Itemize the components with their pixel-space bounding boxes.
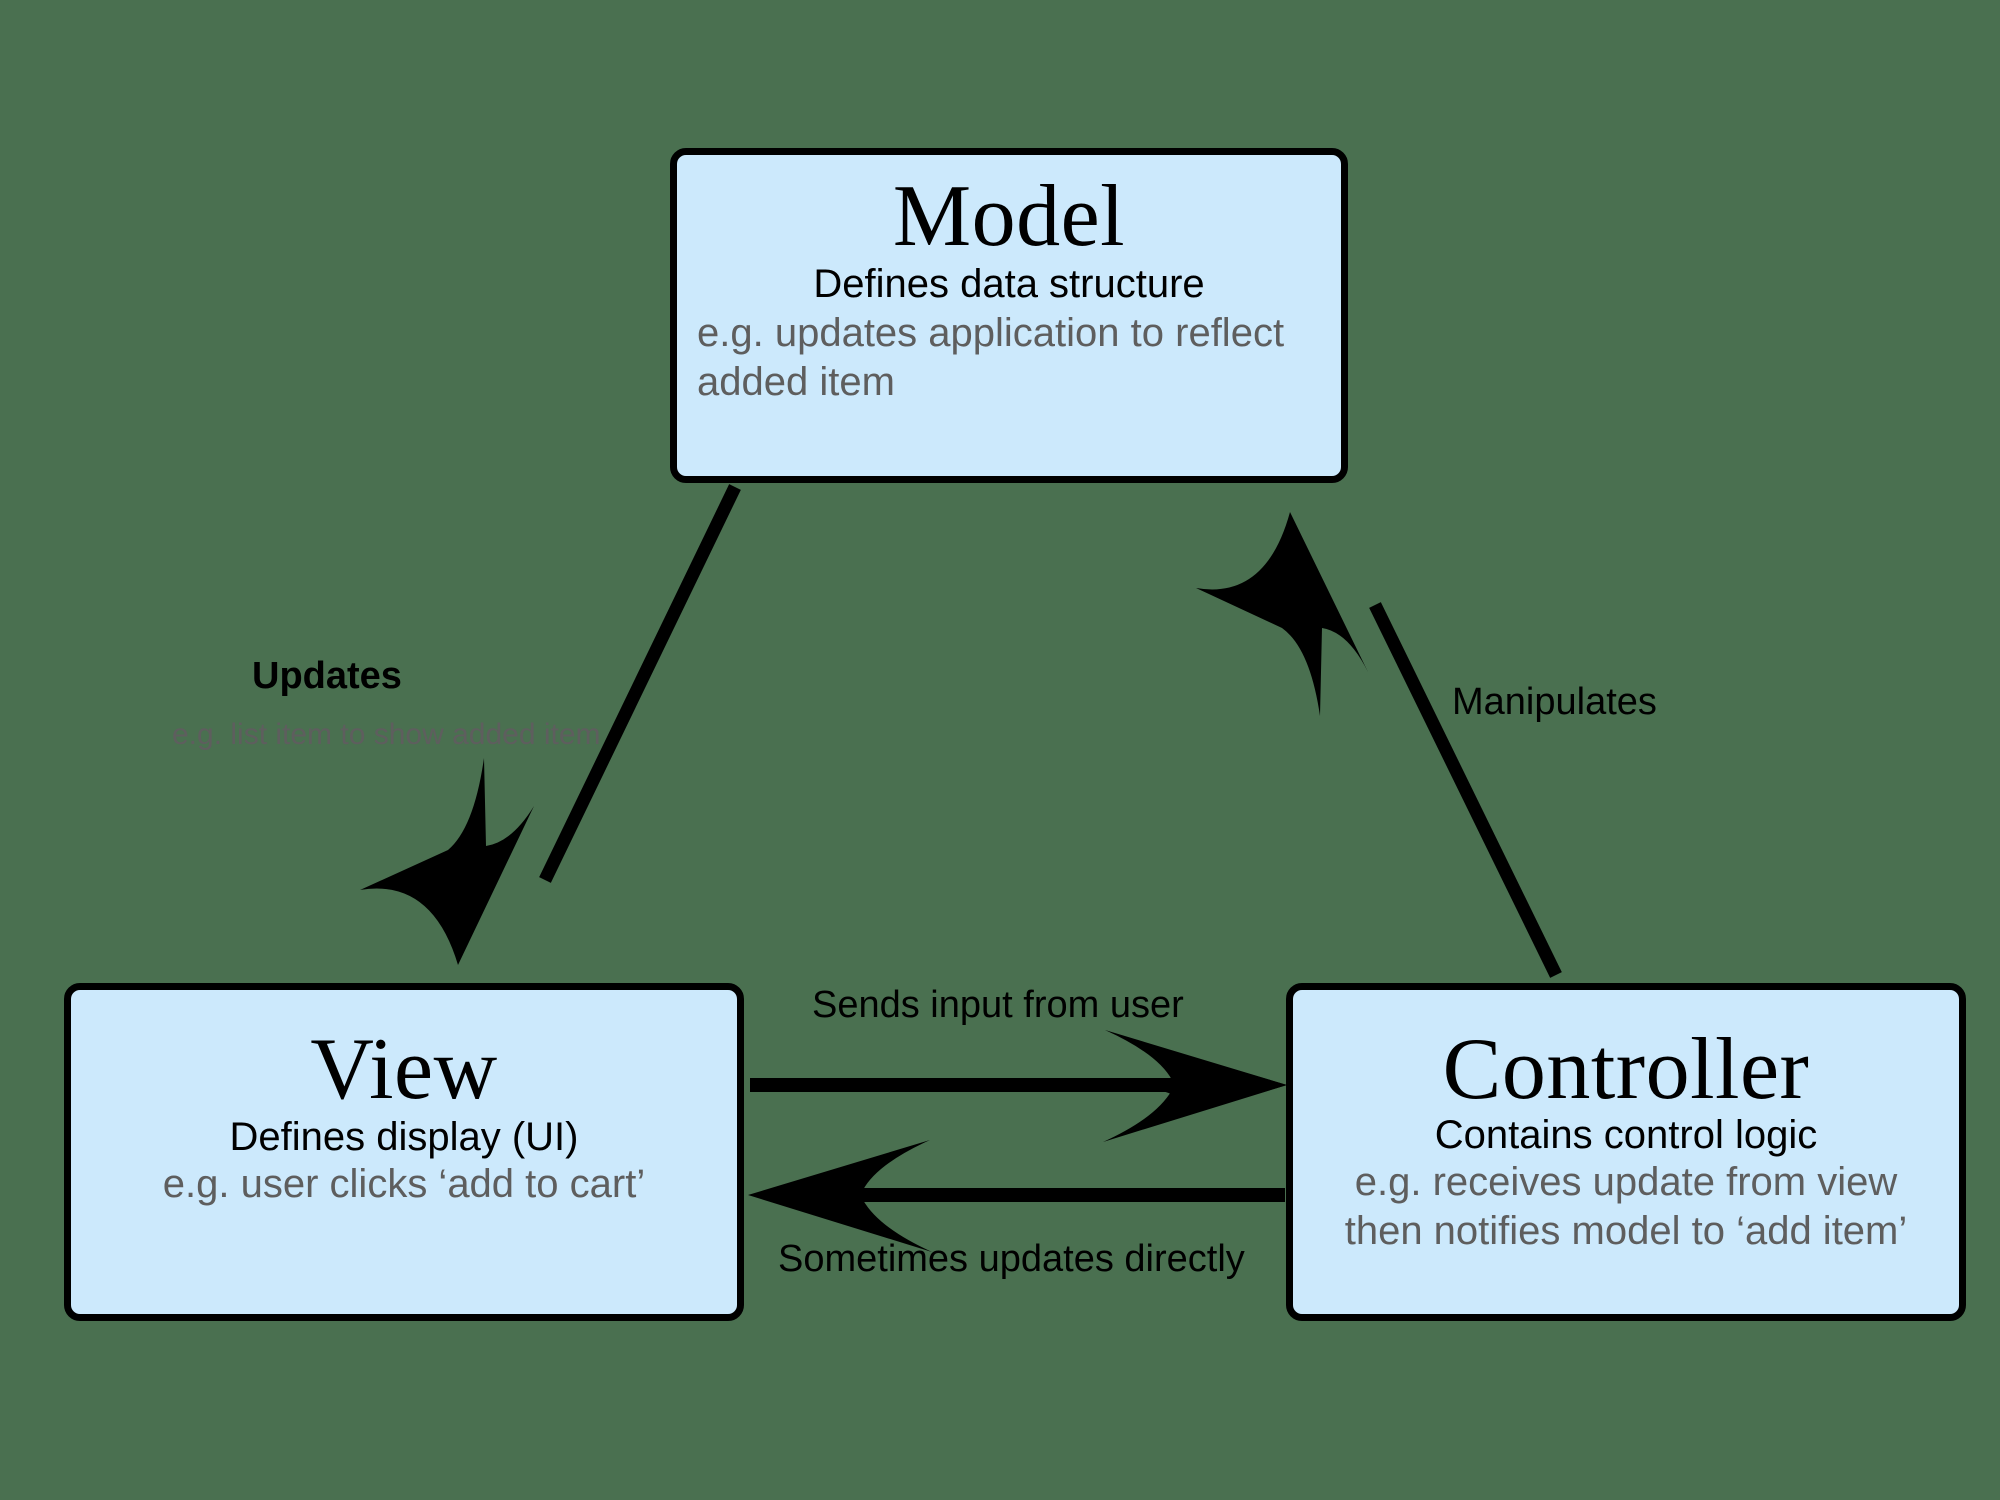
arrow-controller-to-model: [1196, 512, 1562, 978]
node-model-title: Model: [892, 168, 1126, 265]
edge-label-sometimes-updates-directly: Sometimes updates directly: [778, 1238, 1245, 1280]
node-controller[interactable]: Controller Contains control logic e.g. r…: [1286, 983, 1966, 1321]
edge-label-updates-example: e.g. list item to show added item: [172, 718, 601, 751]
arrow-view-to-controller: [750, 1030, 1287, 1142]
node-model-subtitle: Defines data structure: [813, 262, 1205, 306]
node-controller-title: Controller: [1442, 1021, 1810, 1118]
node-view-title: View: [310, 1021, 498, 1118]
node-model-example: e.g. updates application to reflect adde…: [697, 311, 1285, 404]
arrow-controller-to-view: [748, 1140, 1285, 1252]
node-model[interactable]: Model Defines data structure e.g. update…: [670, 148, 1348, 483]
edge-label-manipulates: Manipulates: [1452, 681, 1657, 723]
node-controller-example-line-1: e.g. receives update from view: [1354, 1160, 1898, 1204]
node-view-example: e.g. user clicks ‘add to cart’: [162, 1162, 646, 1206]
edge-label-updates: Updates: [252, 655, 402, 697]
edge-label-sends-input-from-user: Sends input from user: [812, 984, 1184, 1026]
node-view-subtitle: Defines display (UI): [229, 1115, 579, 1159]
node-controller-subtitle: Contains control logic: [1434, 1113, 1818, 1157]
node-controller-example-line-2: then notifies model to ‘add item’: [1344, 1208, 1908, 1253]
node-view[interactable]: View Defines display (UI) e.g. user clic…: [64, 983, 744, 1321]
